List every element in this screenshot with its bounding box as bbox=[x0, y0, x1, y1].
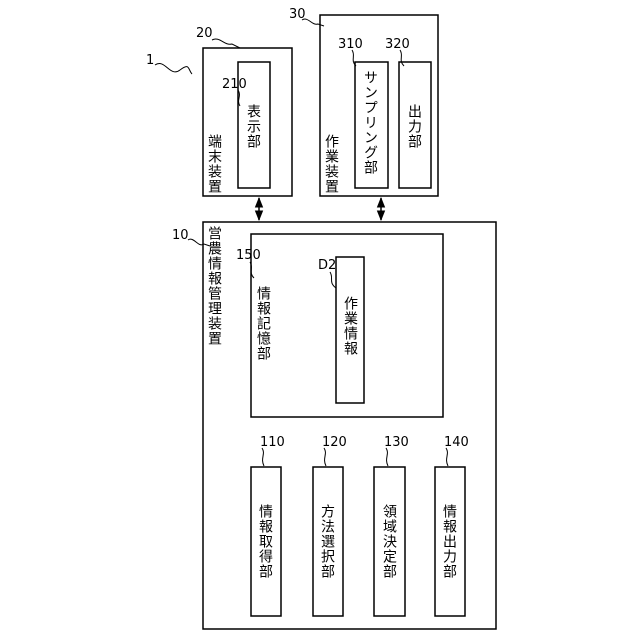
method-selection-unit-label: 方法選択部 bbox=[320, 504, 334, 579]
ref-20-leader bbox=[212, 39, 240, 48]
display-unit-label: 表示部 bbox=[246, 104, 260, 149]
ref-system: 1 bbox=[146, 54, 154, 67]
work-device-label: 作業装置 bbox=[324, 134, 338, 194]
ref-storage: 150 bbox=[236, 249, 261, 262]
info-acquisition-unit-label: 情報取得部 bbox=[258, 504, 272, 579]
ref-unit-120: 120 bbox=[322, 436, 347, 449]
ref-unit-130: 130 bbox=[384, 436, 409, 449]
ref-output: 320 bbox=[385, 38, 410, 51]
ref-110-leader bbox=[262, 448, 264, 466]
ref-unit-140: 140 bbox=[444, 436, 469, 449]
info-output-unit-label: 情報出力部 bbox=[442, 504, 456, 579]
ref-work-info: D2 bbox=[318, 259, 336, 272]
terminal-device-label: 端末装置 bbox=[207, 134, 221, 194]
ref-130-leader bbox=[386, 448, 388, 466]
storage-unit-label: 情報記憶部 bbox=[256, 286, 270, 361]
manager-device-label: 営農情報管理装置 bbox=[207, 226, 221, 346]
ref-terminal: 20 bbox=[196, 27, 213, 40]
sampling-unit-label: サンプリング部 bbox=[363, 70, 377, 175]
region-determination-unit-label: 領域決定部 bbox=[382, 504, 396, 579]
ref-display: 210 bbox=[222, 78, 247, 91]
ref-manager: 10 bbox=[172, 229, 189, 242]
ref-1-leader bbox=[155, 63, 192, 74]
ref-120-leader bbox=[324, 448, 326, 466]
ref-sampling: 310 bbox=[338, 38, 363, 51]
ref-140-leader bbox=[446, 448, 448, 466]
work-info-label: 作業情報 bbox=[343, 296, 357, 356]
ref-320-leader bbox=[400, 50, 404, 66]
ref-d2-leader bbox=[330, 272, 336, 288]
ref-unit-110: 110 bbox=[260, 436, 285, 449]
ref-work-device: 30 bbox=[289, 8, 306, 21]
output-unit-label: 出力部 bbox=[407, 104, 421, 149]
